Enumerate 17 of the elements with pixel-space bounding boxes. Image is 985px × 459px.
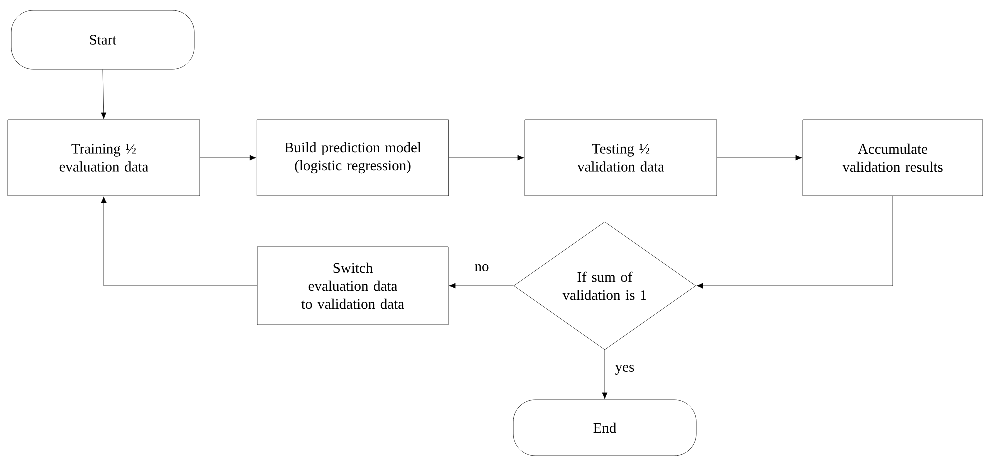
process-box: Accumulate validation results [802, 120, 984, 196]
process-box: Switch evaluation data to validation data [257, 246, 449, 326]
arrow [200, 155, 256, 161]
terminal-box: Start [11, 10, 195, 70]
arrow [717, 155, 802, 161]
arrow [448, 155, 524, 161]
edge-label: no [474, 264, 490, 272]
arrow [101, 196, 258, 286]
process-box: Testing ½ validation data [524, 120, 718, 196]
arrow [696, 196, 894, 289]
arrow [602, 350, 608, 400]
arrow [449, 283, 514, 289]
process-box: Training ½ evaluation data [8, 120, 200, 196]
arrow [101, 70, 107, 120]
edge-label: yes [614, 364, 636, 376]
terminal-box: End [513, 400, 697, 456]
process-box: Build prediction model (logistic regression) [256, 120, 450, 196]
